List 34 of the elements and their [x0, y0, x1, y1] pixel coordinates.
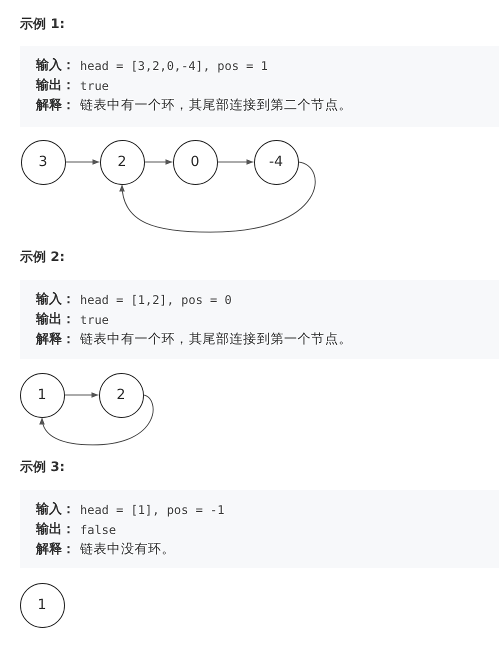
list-node: 2: [100, 140, 144, 184]
code-value: false: [80, 522, 116, 538]
field-label: 输出：: [36, 522, 75, 538]
field-label: 解释：: [36, 98, 75, 114]
list-node: 1: [20, 582, 64, 628]
example-heading: 示例 1:: [20, 17, 65, 33]
list-node: 2: [98, 372, 144, 418]
list-node: 1: [20, 372, 64, 418]
field-label: 解释：: [36, 542, 75, 558]
code-value: true: [80, 78, 109, 94]
arrow: [64, 392, 99, 398]
arrow: [144, 159, 173, 165]
field-label: 输入：: [36, 292, 75, 308]
field-label: 输出：: [36, 312, 75, 328]
explanation-text: 链表中有一个环，其尾部连接到第一个节点。: [80, 332, 352, 348]
code-value: head = [1], pos = -1: [80, 502, 224, 518]
list-node: 3: [20, 140, 66, 184]
field-label: 输入：: [36, 58, 75, 74]
arrow: [40, 394, 154, 446]
field-label: 输入：: [36, 502, 75, 518]
list-node: -4: [254, 140, 298, 184]
code-value: head = [1,2], pos = 0: [80, 292, 232, 308]
arrow: [65, 159, 100, 165]
code-value: true: [80, 312, 109, 328]
explanation-text: 链表中有一个环，其尾部连接到第二个节点。: [80, 98, 352, 114]
arrow: [120, 162, 316, 233]
field-label: 解释：: [36, 332, 75, 348]
code-value: head = [3,2,0,-4], pos = 1: [80, 58, 268, 74]
example-heading: 示例 3:: [20, 460, 65, 476]
field-label: 输出：: [36, 78, 75, 94]
example-heading: 示例 2:: [20, 250, 65, 266]
explanation-text: 链表中没有环。: [80, 542, 176, 558]
arrow: [217, 159, 254, 165]
list-node: 0: [172, 140, 218, 184]
